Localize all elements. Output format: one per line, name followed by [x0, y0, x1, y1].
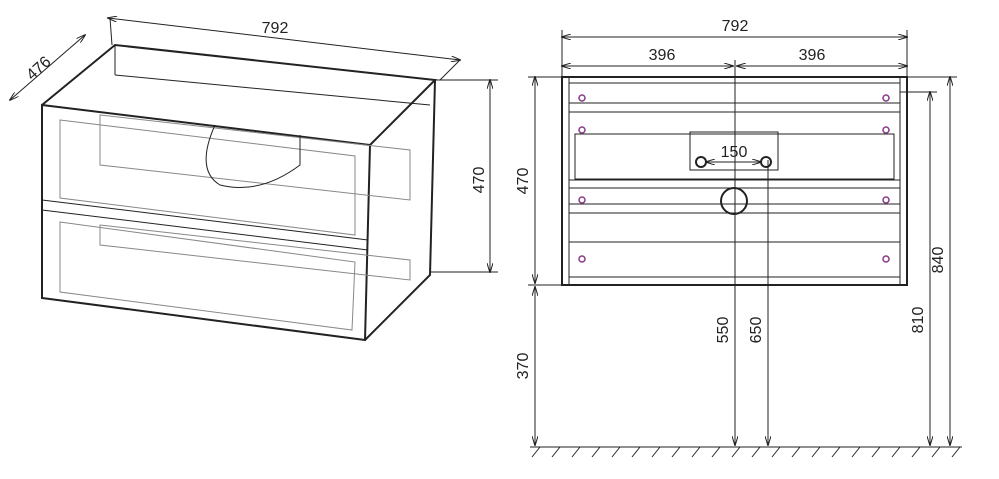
total-height-label: 840	[930, 247, 947, 274]
pipe-height-label: 650	[748, 317, 765, 344]
half-left-label: 396	[649, 47, 676, 64]
isometric-cabinet	[41, 43, 438, 342]
floor-to-bottom-label: 370	[515, 353, 532, 380]
half-right-label: 396	[799, 47, 826, 64]
mount-height-label: 810	[910, 307, 927, 334]
front-dimensions	[528, 30, 957, 445]
floor-line	[530, 446, 962, 458]
iso-depth-label: 476	[23, 53, 54, 84]
front-height-label: 470	[515, 168, 532, 195]
front-width-label: 792	[722, 18, 749, 35]
iso-dimensions	[10, 18, 498, 272]
pipe-spacing-label: 150	[721, 144, 748, 161]
iso-width-label: 792	[262, 20, 289, 37]
iso-height-label: 470	[471, 167, 488, 194]
drain-height-label: 550	[715, 317, 732, 344]
